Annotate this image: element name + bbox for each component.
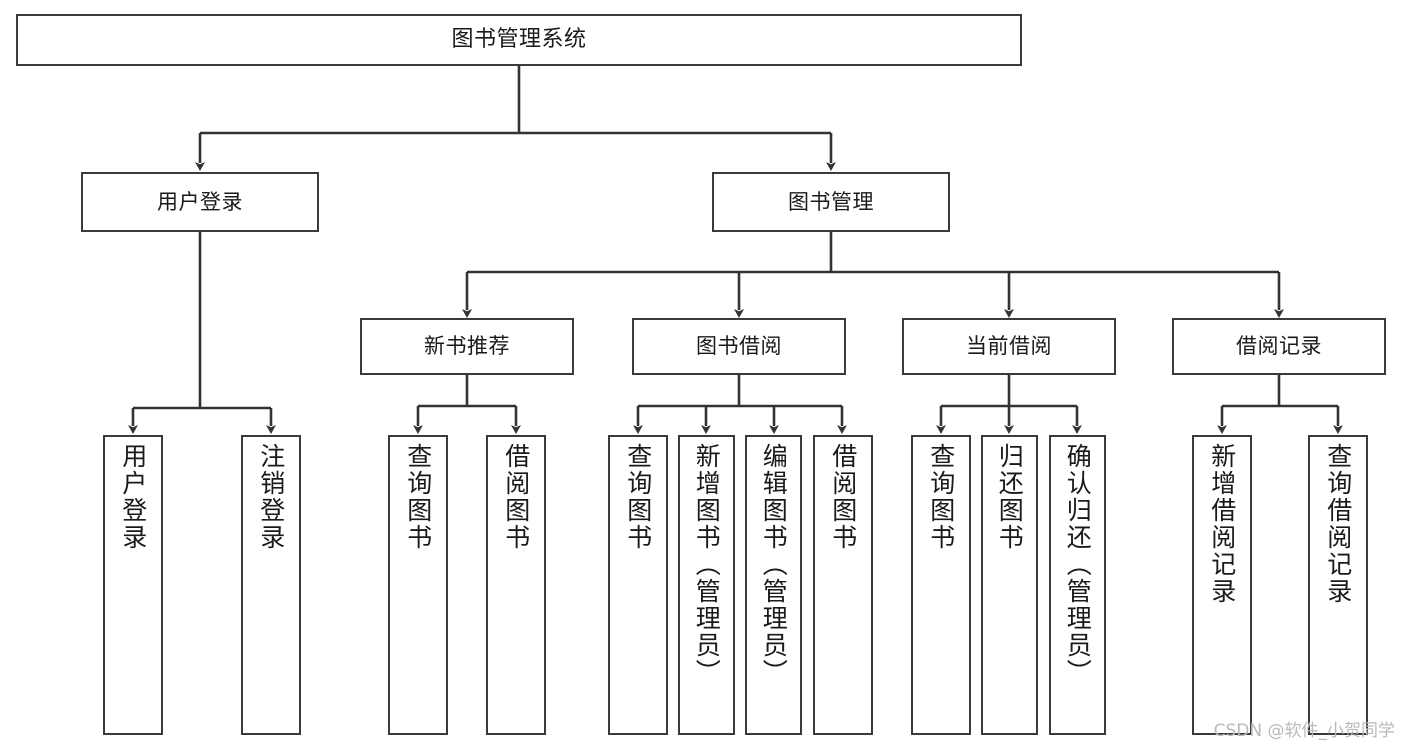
node-label: 图书借阅 xyxy=(696,334,782,359)
node-leaf-query-book-3[interactable]: 查询图书 xyxy=(911,435,971,735)
node-leaf-user-login[interactable]: 用户登录 xyxy=(103,435,163,735)
node-label: 图书管理系统 xyxy=(451,27,587,53)
node-leaf-confirm-return[interactable]: 确认归还（管理员） xyxy=(1049,435,1106,735)
node-leaf-query-book-2[interactable]: 查询图书 xyxy=(608,435,668,735)
node-leaf-query-record[interactable]: 查询借阅记录 xyxy=(1308,435,1368,735)
node-label: 当前借阅 xyxy=(966,334,1052,359)
node-leaf-edit-book[interactable]: 编辑图书（管理员） xyxy=(745,435,802,735)
node-label: 借阅图书 xyxy=(828,443,858,551)
node-label: 借阅图书 xyxy=(501,443,531,551)
node-label: 查询图书 xyxy=(403,443,433,551)
node-label: 确认归还（管理员） xyxy=(1063,443,1093,686)
node-label: 新增借阅记录 xyxy=(1207,443,1237,605)
node-leaf-borrow-book-2[interactable]: 借阅图书 xyxy=(813,435,873,735)
node-label: 用户登录 xyxy=(157,189,243,214)
node-label: 借阅记录 xyxy=(1236,334,1322,359)
node-borrow-record[interactable]: 借阅记录 xyxy=(1172,318,1386,375)
node-leaf-query-book-1[interactable]: 查询图书 xyxy=(388,435,448,735)
node-label: 用户登录 xyxy=(118,443,148,551)
node-leaf-return-book[interactable]: 归还图书 xyxy=(981,435,1038,735)
node-label: 编辑图书（管理员） xyxy=(759,443,789,686)
node-leaf-logout-login[interactable]: 注销登录 xyxy=(241,435,301,735)
node-label: 新书推荐 xyxy=(424,334,510,359)
node-label: 注销登录 xyxy=(256,443,286,551)
node-label: 新增图书（管理员） xyxy=(692,443,722,686)
node-book-manage[interactable]: 图书管理 xyxy=(712,172,950,232)
node-root-system[interactable]: 图书管理系统 xyxy=(16,14,1022,66)
node-user-login[interactable]: 用户登录 xyxy=(81,172,319,232)
node-label: 归还图书 xyxy=(995,443,1025,551)
csdn-watermark: CSDN @软件_小贺同学 xyxy=(1213,721,1395,741)
node-label: 图书管理 xyxy=(788,189,874,214)
node-leaf-add-record[interactable]: 新增借阅记录 xyxy=(1192,435,1252,735)
node-leaf-add-book[interactable]: 新增图书（管理员） xyxy=(678,435,735,735)
node-leaf-borrow-book-1[interactable]: 借阅图书 xyxy=(486,435,546,735)
node-current-borrow[interactable]: 当前借阅 xyxy=(902,318,1116,375)
node-label: 查询图书 xyxy=(623,443,653,551)
node-label: 查询图书 xyxy=(926,443,956,551)
node-book-borrow[interactable]: 图书借阅 xyxy=(632,318,846,375)
node-new-book-recommend[interactable]: 新书推荐 xyxy=(360,318,574,375)
node-label: 查询借阅记录 xyxy=(1323,443,1353,605)
